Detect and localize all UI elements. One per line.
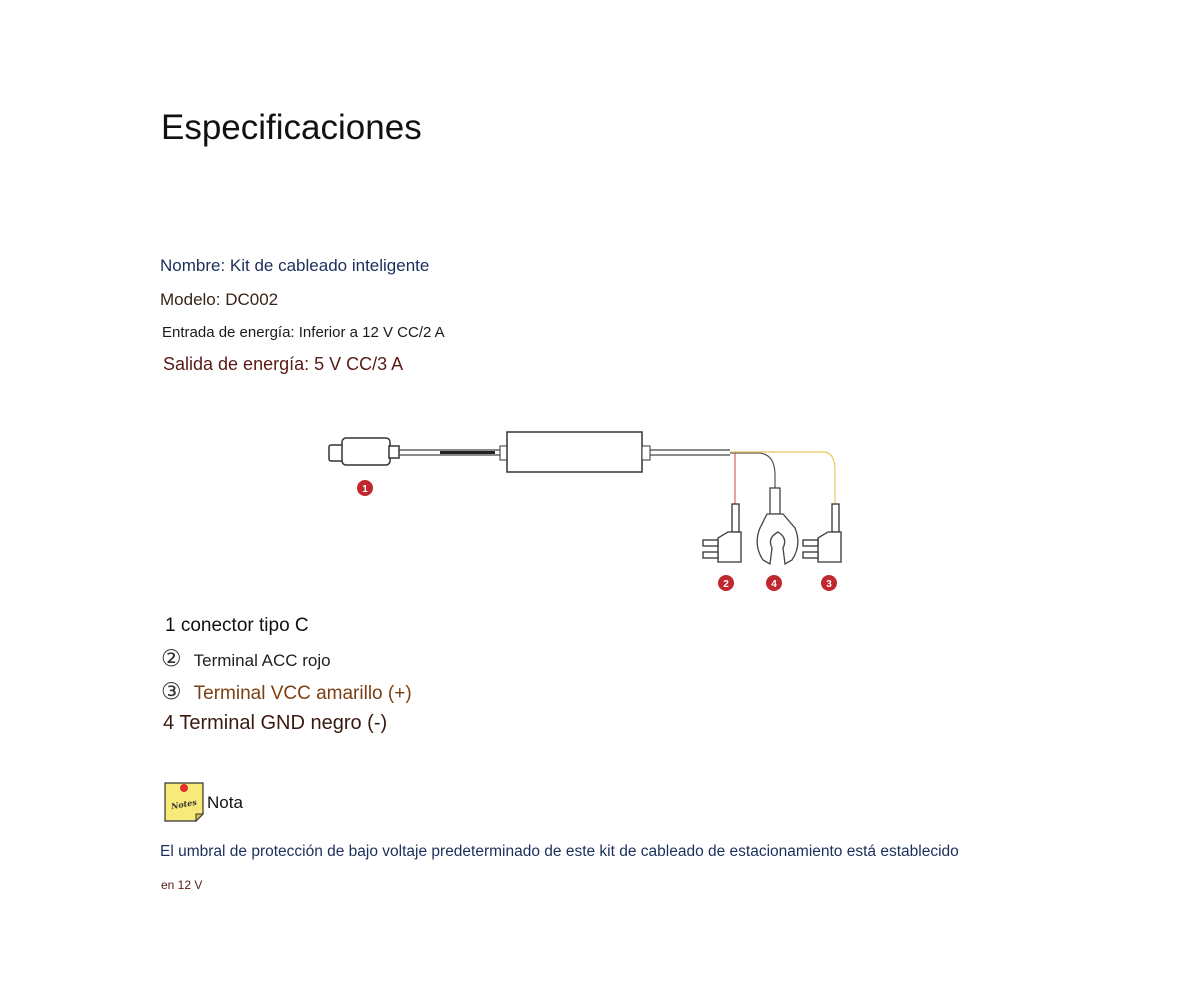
legend-item-2-text: Terminal ACC rojo [193, 651, 331, 670]
svg-text:3: 3 [826, 579, 832, 590]
svg-text:Notes: Notes [169, 797, 198, 812]
circled-2-marker: ② [161, 645, 182, 671]
strain-relief-right [641, 445, 651, 461]
note-label: Nota [207, 793, 243, 812]
spec-name: Nombre: Kit de cableado inteligente [160, 256, 430, 275]
cable-right [650, 449, 730, 456]
svg-text:4: 4 [771, 579, 777, 590]
note-text-continued: en 12 V [161, 878, 203, 892]
converter-box [506, 431, 643, 473]
spec-model: Modelo: DC002 [160, 290, 279, 309]
legend-item-4: 4 Terminal GND negro (-) [163, 712, 388, 734]
circled-3-marker: ③ [161, 678, 182, 704]
svg-text:1: 1 [362, 484, 368, 495]
usb-c-connector [328, 437, 400, 466]
black-wire [730, 452, 776, 488]
fuse-tap-vcc [802, 503, 842, 563]
legend-item-3-text: Terminal VCC amarillo (+) [193, 683, 412, 704]
legend-item-2: ② Terminal ACC rojo [161, 645, 331, 672]
spec-input: Entrada de energía: Inferior a 12 V CC/2… [162, 324, 445, 341]
legend-item-1: 1 conector tipo C [165, 615, 309, 636]
callout-1: 1 [357, 480, 373, 496]
spec-output: Salida de energía: 5 V CC/3 A [163, 354, 404, 374]
svg-text:2: 2 [723, 579, 729, 590]
fuse-tap-acc [702, 503, 742, 563]
page-title: Especificaciones [161, 108, 422, 147]
sticky-note-icon: Notes [164, 782, 205, 823]
callout-3: 3 [821, 575, 837, 591]
callout-2: 2 [718, 575, 734, 591]
legend-item-3: ③ Terminal VCC amarillo (+) [161, 678, 412, 705]
yellow-wire [730, 451, 836, 510]
red-wire [730, 452, 736, 510]
cable-left [399, 449, 500, 456]
wiring-kit-diagram: 1 2 4 3 [328, 431, 842, 591]
note-text: El umbral de protección de bajo voltaje … [160, 843, 959, 860]
ring-terminal-gnd [756, 487, 799, 566]
callout-4: 4 [766, 575, 782, 591]
